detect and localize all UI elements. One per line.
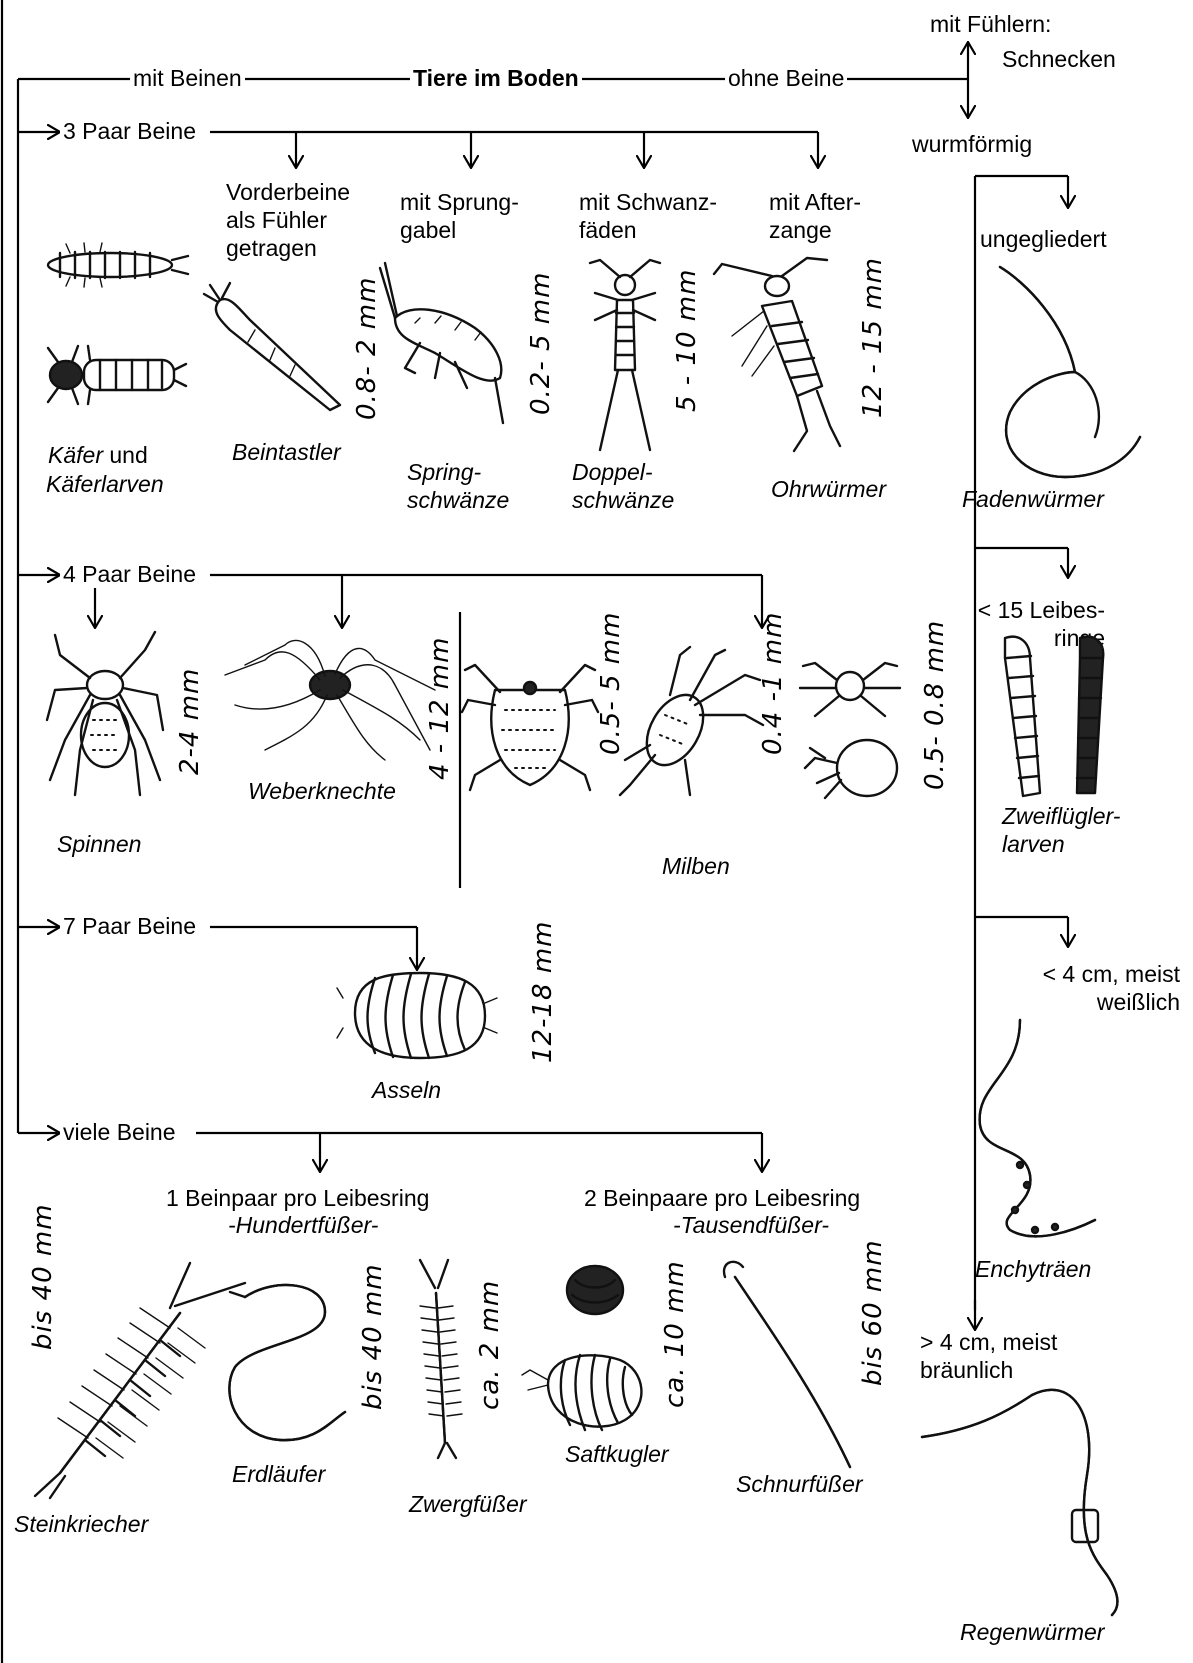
tausendfuesser-label: -Tausendfüßer- <box>673 1211 829 1239</box>
spinnen-label: Spinnen <box>57 830 141 858</box>
wormlike-label: wurmförmig <box>912 130 1032 158</box>
tausendfuesser-description: 2 Beinpaare pro Leibesring <box>584 1184 860 1212</box>
kaefer-label: Käfer und <box>48 441 148 469</box>
three-pairs-label: 3 Paar Beine <box>60 117 199 145</box>
asseln-size: 12-18 mm <box>528 921 558 1063</box>
doppelschwaenze-size: 5 - 10 mm <box>672 269 702 412</box>
milbe-small-illustration <box>795 648 905 808</box>
assel-illustration <box>335 958 500 1073</box>
schnurfuesser-illustration <box>705 1252 865 1477</box>
hundertfuesser-label: -Hundertfüßer- <box>228 1211 378 1239</box>
ohrwuermer-description: mit After- zange <box>769 188 861 244</box>
beetle-illustration <box>38 340 188 410</box>
regenwurm-illustration <box>912 1375 1152 1620</box>
many-legs-label: viele Beine <box>60 1118 179 1146</box>
with-legs-label: mit Beinen <box>130 64 245 92</box>
unsegmented-label: ungegliedert <box>980 225 1107 253</box>
ohrwuermer-size: 12 - 15 mm <box>858 257 888 418</box>
doppelschwanz-illustration <box>580 255 670 455</box>
springschwanz-illustration <box>375 258 520 428</box>
kaefer-name: Käfer <box>48 442 103 468</box>
springschwaenze-description: mit Sprung- gabel <box>400 188 519 244</box>
zweifluegler-larven-label: Zweiflügler- larven <box>1002 802 1120 858</box>
beetle-larva-illustration <box>40 240 190 290</box>
spinne-illustration <box>45 630 170 800</box>
zwergfuesser-illustration <box>400 1258 480 1463</box>
doppelschwaenze-label: Doppel- schwänze <box>572 458 674 514</box>
beintastler-description: Vorderbeine als Fühler getragen <box>226 178 350 262</box>
beintastler-label: Beintastler <box>232 438 341 466</box>
milbe-medium-illustration <box>615 645 765 805</box>
enchytraeen-illustration <box>965 1015 1115 1245</box>
enchytraeen-label: Enchyträen <box>975 1255 1091 1283</box>
zwergfuesser-label: Zwergfüßer <box>409 1490 527 1518</box>
steinkriecher-label: Steinkriecher <box>14 1510 148 1538</box>
snails-label: Schnecken <box>1002 45 1116 73</box>
weberknechte-label: Weberknechte <box>248 777 396 805</box>
with-feelers-label: mit Fühlern: <box>930 10 1051 38</box>
less-4cm-label: < 4 cm, meist weißlich <box>955 960 1180 1016</box>
asseln-label: Asseln <box>372 1076 441 1104</box>
milbe-large-illustration <box>460 650 600 800</box>
ohrwuermer-label: Ohrwürmer <box>771 475 886 503</box>
milben-size-small: 0.5- 0.8 mm <box>920 620 950 790</box>
kaefer-and: und <box>103 442 148 468</box>
fadenwurm-illustration <box>985 262 1150 487</box>
four-pairs-label: 4 Paar Beine <box>60 560 199 588</box>
hundertfuesser-description: 1 Beinpaar pro Leibesring <box>166 1184 429 1212</box>
fadenwuermer-label: Fadenwürmer <box>962 485 1104 513</box>
beintastler-illustration <box>200 280 350 415</box>
springschwaenze-label: Spring- schwänze <box>407 458 509 514</box>
milben-label: Milben <box>662 852 730 880</box>
weberknecht-illustration <box>225 630 445 765</box>
spinnen-size: 2-4 mm <box>175 668 205 775</box>
saftkugler-size: ca. 10 mm <box>660 1260 690 1408</box>
diagram-title: Tiere im Boden <box>410 64 582 92</box>
springschwaenze-size: 0.2- 5 mm <box>526 272 556 415</box>
kaeferlarven-label: Käferlarven <box>46 470 164 498</box>
zweifluegler-larven-illustration <box>985 628 1125 803</box>
seven-pairs-label: 7 Paar Beine <box>60 912 199 940</box>
ohrwurm-illustration <box>712 256 852 456</box>
regenwuermer-label: Regenwürmer <box>960 1618 1104 1646</box>
saftkugler-illustration <box>520 1255 655 1445</box>
doppelschwaenze-description: mit Schwanz- fäden <box>579 188 717 244</box>
erdlaeufer-illustration <box>215 1272 365 1452</box>
without-legs-label: ohne Beine <box>725 64 847 92</box>
